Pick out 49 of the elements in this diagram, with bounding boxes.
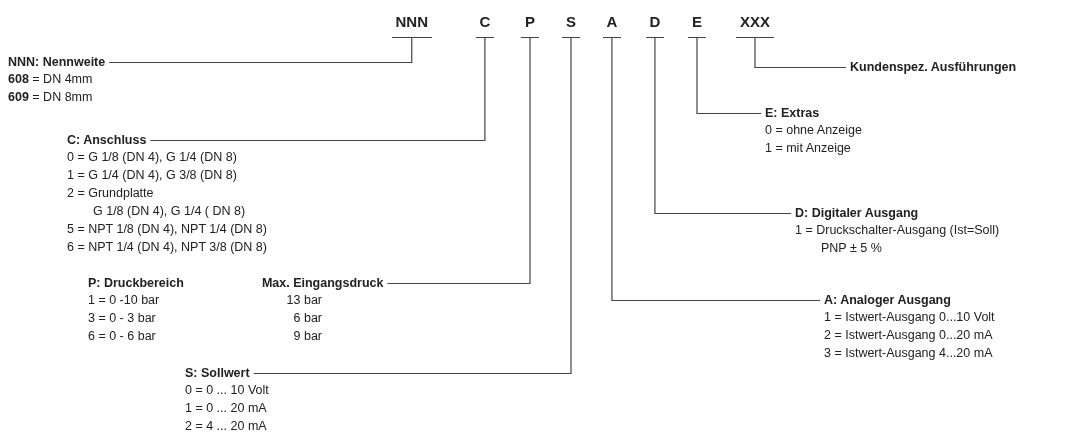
leader-line bbox=[754, 37, 847, 69]
option-text: 609 = DN 8mm bbox=[8, 89, 93, 106]
code-segment: A bbox=[602, 13, 622, 38]
code-heading: A: Analoger Ausgang bbox=[824, 293, 951, 308]
code-segment: S bbox=[562, 13, 580, 38]
leader-line bbox=[611, 37, 821, 302]
leader-line bbox=[386, 37, 531, 285]
code-heading: E: Extras bbox=[765, 106, 820, 121]
code-segment: P bbox=[521, 13, 539, 38]
code-segment: E bbox=[688, 13, 706, 38]
option-text: 3 = Istwert-Ausgang 4...20 mA bbox=[824, 345, 994, 362]
leader-line bbox=[149, 37, 486, 142]
option-text: 6 bar bbox=[293, 310, 322, 327]
option-text: 2 = 4 ... 20 mA bbox=[185, 418, 268, 432]
option-text: 0 = ohne Anzeige bbox=[765, 122, 862, 139]
code-heading: Max. Eingangsdruck bbox=[261, 276, 384, 291]
option-text: 1 = G 1/4 (DN 4), G 3/8 (DN 8) bbox=[67, 167, 238, 184]
code-segment: C bbox=[475, 13, 495, 38]
option-text: 6 = 0 - 6 bar bbox=[88, 328, 157, 345]
code-heading: NNN: Nennweite bbox=[8, 55, 106, 70]
leader-line bbox=[253, 37, 572, 375]
option-text: 13 bar bbox=[286, 292, 322, 309]
option-text: 1 = 0 ... 20 mA bbox=[185, 400, 268, 417]
leader-line bbox=[108, 37, 413, 64]
option-text: 0 = G 1/8 (DN 4), G 1/4 (DN 8) bbox=[67, 149, 238, 166]
option-text: 1 = 0 -10 bar bbox=[88, 292, 161, 309]
leader-line bbox=[654, 37, 792, 215]
option-text: 3 = 0 - 3 bar bbox=[88, 310, 157, 327]
option-text: G 1/8 (DN 4), G 1/4 ( DN 8) bbox=[92, 203, 247, 220]
code-heading: D: Digitaler Ausgang bbox=[795, 206, 919, 221]
code-segment: XXX bbox=[736, 13, 774, 38]
option-text: 608 = DN 4mm bbox=[8, 71, 93, 88]
leader-line bbox=[696, 37, 762, 115]
code-segment: D bbox=[645, 13, 665, 38]
option-text: 5 = NPT 1/8 (DN 4), NPT 1/4 (DN 8) bbox=[67, 221, 267, 238]
option-text: 2 = Grundplatte bbox=[67, 185, 155, 202]
option-text: 6 = NPT 1/4 (DN 4), NPT 3/8 (DN 8) bbox=[67, 239, 267, 256]
option-text: 2 = Istwert-Ausgang 0...20 mA bbox=[824, 327, 994, 344]
code-heading: C: Anschluss bbox=[67, 133, 147, 148]
option-text: PNP ± 5 % bbox=[820, 240, 883, 257]
option-text: 9 bar bbox=[293, 328, 322, 345]
code-heading: Kundenspez. Ausführungen bbox=[850, 60, 1017, 75]
option-text: 1 = Druckschalter-Ausgang (Ist=Soll) bbox=[795, 222, 1000, 239]
code-heading: P: Druckbereich bbox=[88, 276, 184, 291]
code-segment: NNN bbox=[391, 13, 432, 38]
code-heading: S: Sollwert bbox=[185, 366, 250, 381]
option-text: 1 = Istwert-Ausgang 0...10 Volt bbox=[824, 309, 995, 326]
option-text: 1 = mit Anzeige bbox=[765, 140, 852, 157]
option-text: 0 = 0 ... 10 Volt bbox=[185, 382, 269, 399]
